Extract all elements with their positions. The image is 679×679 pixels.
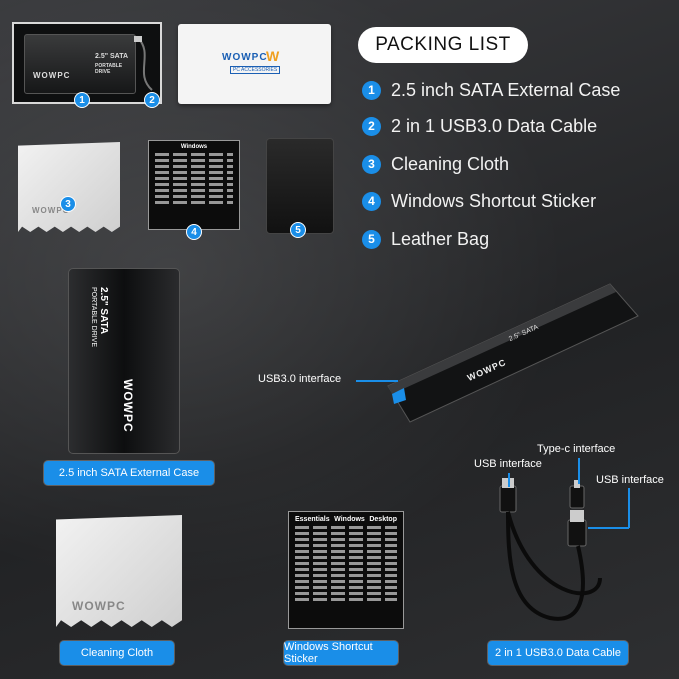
sticker-thumbnail: Windows: [148, 140, 240, 230]
usb30-pointer-line: [356, 380, 398, 382]
packing-list-label: 2.5 inch SATA External Case: [391, 79, 621, 100]
thumb-number-2: 2: [144, 92, 160, 108]
thumb-number-1: 1: [74, 92, 90, 108]
drive-label-2: PORTABLE DRIVE: [90, 287, 97, 348]
cable-image: [499, 478, 602, 621]
sticker-image: Essentials Windows Desktop: [288, 511, 404, 629]
sticker-thumb-title: Windows: [180, 144, 208, 150]
number-badge: 1: [362, 80, 381, 100]
box-sub: PC ACCESSORIES: [230, 66, 281, 74]
leather-bag-thumbnail: [266, 138, 334, 234]
drive-mini-text2: PORTABLE DRIVE: [95, 63, 123, 75]
packing-list-label: Leather Bag: [391, 228, 490, 249]
product-box-image: 2.5" SATA PORTABLE DRIVE WOWPC 1 2: [12, 22, 162, 108]
box-brand: WOWPC: [222, 52, 268, 63]
case-caption: 2.5 inch SATA External Case: [44, 461, 214, 485]
number-badge: 2: [362, 116, 381, 136]
drive-mini-brand: WOWPC: [33, 71, 71, 80]
drive-top-view: 2.5" SATA PORTABLE DRIVE WOWPC: [68, 268, 180, 454]
cloth-thumb-brand: WOWPC: [32, 206, 70, 215]
drive-label: 2.5" SATA: [98, 287, 109, 335]
sticker-right-heading: Desktop: [369, 516, 397, 523]
usb-left-pointer-line: [508, 473, 510, 487]
thumb-number-5: 5: [290, 222, 306, 238]
number-badge: 4: [362, 191, 381, 211]
packing-list-label: 2 in 1 USB3.0 Data Cable: [391, 115, 598, 136]
packing-list-title: PACKING LIST: [358, 27, 528, 63]
number-badge: 5: [362, 229, 381, 249]
sticker-caption: Windows Shortcut Sticker: [284, 641, 398, 665]
accessories-box-image: WOWPC W PC ACCESSORIES: [178, 24, 331, 104]
usb-right-pointer-line-h: [588, 527, 629, 529]
usb-interface-left-label: USB interface: [474, 458, 542, 470]
cloth-brand: WOWPC: [72, 599, 126, 613]
usb-interface-right-label: USB interface: [596, 474, 664, 486]
sticker-left-heading: Essentials: [295, 516, 330, 523]
drive-thumbnail: 2.5" SATA PORTABLE DRIVE WOWPC: [24, 34, 136, 94]
drive-brand: WOWPC: [121, 379, 135, 433]
cable-thumbnail: [134, 36, 153, 91]
cable-caption: 2 in 1 USB3.0 Data Cable: [488, 641, 628, 665]
packing-list-item: 5 Leather Bag: [362, 228, 489, 250]
packing-list-item: 4 Windows Shortcut Sticker: [362, 190, 596, 212]
packing-list-label: Cleaning Cloth: [391, 153, 510, 174]
brand-logo-icon: W: [266, 48, 280, 64]
number-badge: 3: [362, 154, 381, 174]
usb30-interface-label: USB3.0 interface: [258, 373, 342, 385]
thumb-number-3: 3: [60, 196, 76, 212]
drive-angled-view: [387, 283, 639, 423]
usb-right-pointer-line-v: [628, 488, 630, 528]
typec-interface-label: Type-c interface: [537, 443, 616, 455]
packing-list-item: 2 2 in 1 USB3.0 Data Cable: [362, 115, 597, 137]
packing-list-item: 1 2.5 inch SATA External Case: [362, 79, 620, 101]
thumb-number-4: 4: [186, 224, 202, 240]
cloth-caption: Cleaning Cloth: [60, 641, 174, 665]
sticker-title: Windows: [334, 516, 365, 523]
cloth-image: WOWPC: [56, 515, 182, 627]
cloth-thumbnail: WOWPC: [18, 142, 120, 232]
typec-pointer-line: [578, 458, 580, 484]
drive-mini-text: 2.5" SATA: [95, 53, 129, 60]
packing-list-label: Windows Shortcut Sticker: [391, 190, 597, 211]
packing-list-item: 3 Cleaning Cloth: [362, 153, 509, 175]
